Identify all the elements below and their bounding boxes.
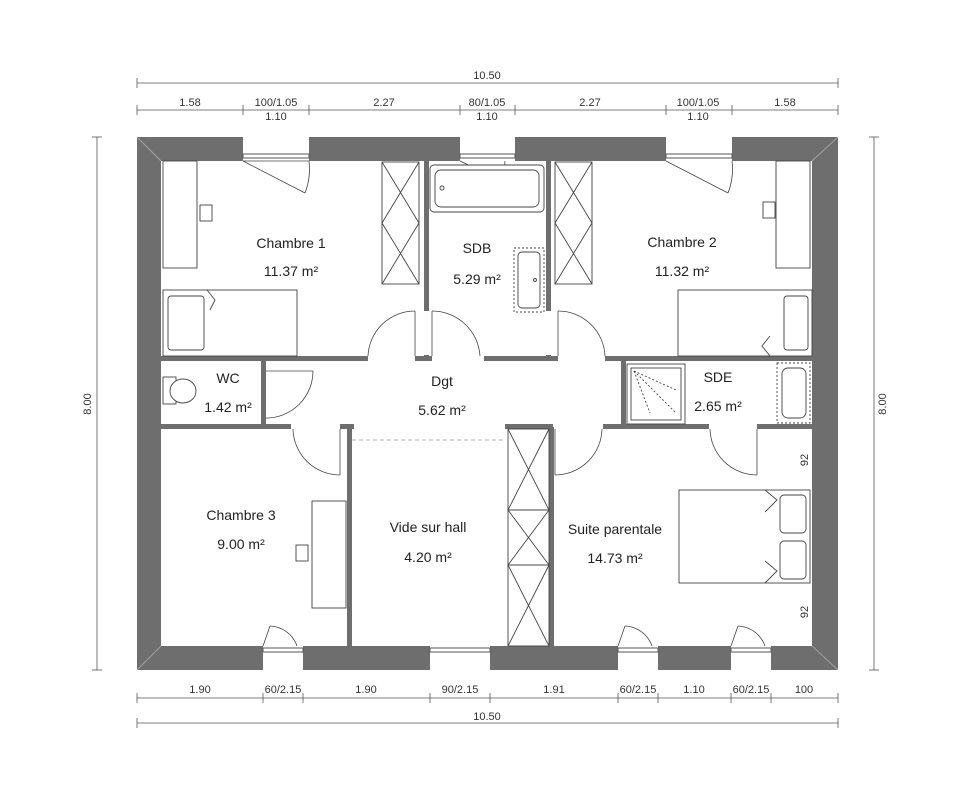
bottom-dim-3: 1.90 [355,684,376,696]
right-dim: 8.00 [877,393,889,414]
top-dim-2b: 1.10 [265,111,286,123]
top-dim-2: 100/1.05 [255,97,298,109]
room-area-sde: 2.65 m² [694,398,742,414]
door-swings [242,160,766,647]
room-labels: Chambre 1 11.37 m² SDB 5.29 m² Chambre 2… [204,234,742,566]
dimension-lines [92,78,879,728]
room-area-vide-sur-hall: 4.20 m² [404,549,452,565]
suite-side-dim-1: 92 [799,454,811,466]
bottom-dim-4: 90/2.15 [442,684,479,696]
top-dim-4b: 1.10 [476,111,497,123]
top-dim-5: 2.27 [579,97,600,109]
room-name-sde: SDE [704,369,733,385]
room-name-chambre-3: Chambre 3 [206,507,275,523]
top-dim-3: 2.27 [373,97,394,109]
room-name-chambre-2: Chambre 2 [647,234,716,250]
bottom-dim-7: 1.10 [683,684,704,696]
room-area-chambre-3: 9.00 m² [217,536,265,552]
furniture [162,160,813,647]
top-dim-6: 100/1.05 [677,97,720,109]
bottom-dim-5: 1.91 [543,684,564,696]
wall-hatch [136,136,839,671]
room-name-dgt: Dgt [431,373,453,389]
room-name-chambre-1: Chambre 1 [256,235,325,251]
room-area-dgt: 5.62 m² [418,402,466,418]
bottom-dim-1: 1.90 [189,684,210,696]
room-area-chambre-1: 11.37 m² [264,263,319,279]
room-area-sdb: 5.29 m² [453,271,501,287]
bottom-overall-dim: 10.50 [473,711,501,723]
room-area-chambre-2: 11.32 m² [655,263,710,279]
room-area-wc: 1.42 m² [204,399,252,415]
bottom-dim-8: 60/2.15 [733,684,770,696]
windows [242,153,772,653]
top-overall-dim: 10.50 [473,70,501,82]
room-name-suite-parentale: Suite parentale [568,521,662,537]
dimension-labels: 10.50 1.58 100/1.05 1.10 2.27 80/1.05 1.… [82,70,889,723]
bottom-dim-6: 60/2.15 [620,684,657,696]
bottom-dim-9: 100 [795,684,813,696]
room-area-suite-parentale: 14.73 m² [587,550,643,566]
room-name-vide-sur-hall: Vide sur hall [390,519,467,535]
top-dim-4: 80/1.05 [469,97,506,109]
room-name-wc: WC [216,370,239,386]
walls [137,137,838,670]
left-dim: 8.00 [82,393,94,414]
top-dim-7: 1.58 [774,97,795,109]
bottom-dim-2: 60/2.15 [265,684,302,696]
top-dim-1: 1.58 [179,97,200,109]
room-name-sdb: SDB [463,240,492,256]
top-dim-6b: 1.10 [687,111,708,123]
partitions [161,161,812,646]
suite-side-dim-2: 92 [799,606,811,618]
